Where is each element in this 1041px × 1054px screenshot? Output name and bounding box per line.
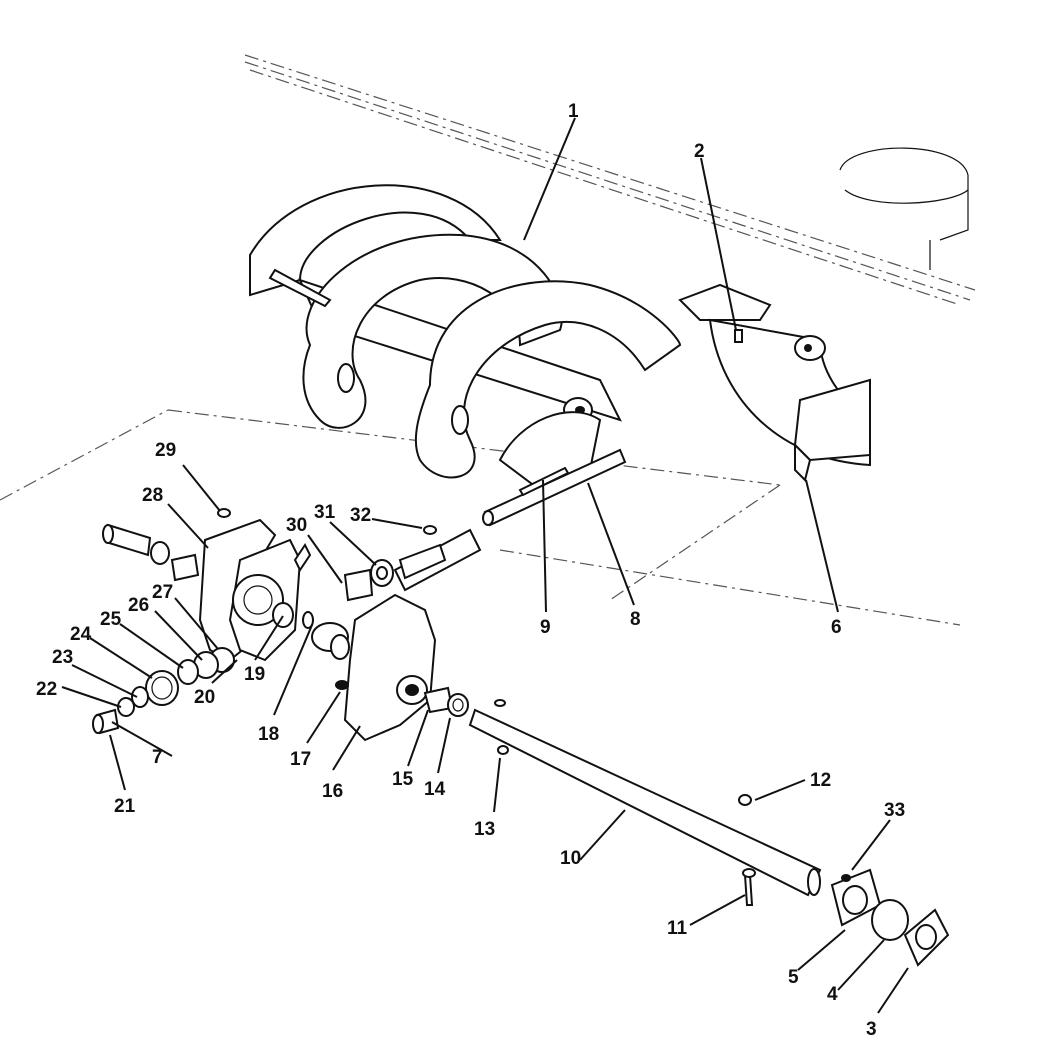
callout-5: 5: [788, 967, 799, 988]
gearbox: [198, 518, 437, 742]
bearings: [423, 686, 509, 755]
callout-19: 19: [244, 664, 265, 685]
callout-13: 13: [474, 819, 495, 840]
callout-23: 23: [52, 647, 73, 668]
callout-14: 14: [424, 779, 446, 800]
callout-6: 6: [831, 617, 842, 638]
callout-16: 16: [322, 781, 343, 802]
leader-lines: [61, 117, 909, 1014]
callout-1: 1: [568, 101, 579, 122]
callout-26: 26: [128, 595, 149, 616]
end-bearing: [830, 868, 950, 967]
callout-4: 4: [827, 984, 838, 1005]
callout-labels: 1 2 3 4 5 6 7 8 9 10 11 12 13 14 15 16 1…: [36, 101, 905, 1040]
callout-22: 22: [36, 679, 57, 700]
callout-31: 31: [314, 502, 336, 523]
callout-24: 24: [70, 624, 92, 645]
callout-29: 29: [155, 440, 176, 461]
callout-17: 17: [290, 749, 311, 770]
callout-33: 33: [884, 800, 905, 821]
auger-assembly: [249, 184, 682, 492]
callout-27: 27: [152, 582, 173, 603]
callout-32: 32: [350, 505, 371, 526]
callout-18: 18: [258, 724, 279, 745]
gear-train-parts: [92, 508, 374, 735]
input-shaft: [370, 525, 482, 592]
callout-15: 15: [392, 769, 414, 790]
callout-2: 2: [694, 141, 705, 162]
callout-25: 25: [100, 609, 122, 630]
callout-7: 7: [152, 747, 163, 768]
callout-8: 8: [630, 609, 641, 630]
callout-3: 3: [866, 1019, 877, 1040]
callout-9: 9: [540, 617, 551, 638]
callout-20: 20: [194, 687, 215, 708]
callout-12: 12: [810, 770, 831, 791]
callout-10: 10: [560, 848, 581, 869]
callout-28: 28: [142, 485, 163, 506]
side-plate: [678, 283, 871, 482]
callout-21: 21: [114, 796, 136, 817]
callout-11: 11: [667, 918, 688, 939]
callout-30: 30: [286, 515, 307, 536]
auger-shaft: [468, 708, 822, 906]
